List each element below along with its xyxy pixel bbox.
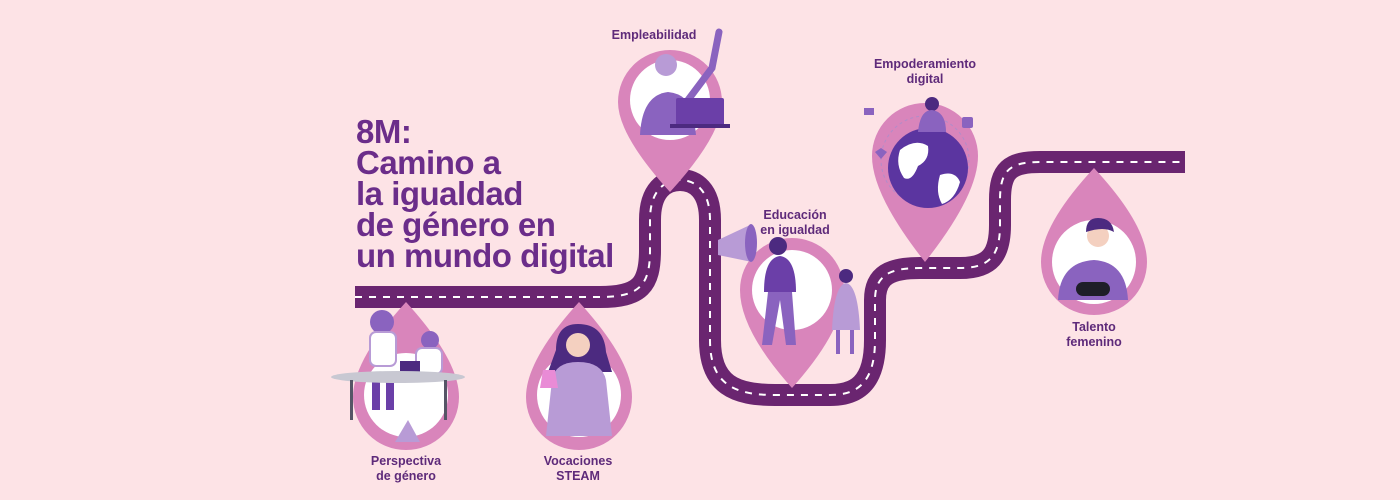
label-talento: Talento femenino xyxy=(1014,320,1174,350)
road-dashes xyxy=(355,161,1185,396)
meeting-table-icon xyxy=(331,310,465,442)
label-educacion: Educación en igualdad xyxy=(715,208,875,238)
page-title: 8M: Camino a la igualdad de género en un… xyxy=(356,113,614,274)
label-line: en igualdad xyxy=(760,223,830,237)
label-empoderamiento: Empoderamiento digital xyxy=(845,57,1005,87)
label-line: Educación xyxy=(763,208,827,222)
title-line-5: un mundo digital xyxy=(356,237,614,274)
woman-laptop-icon xyxy=(640,28,730,135)
label-line: digital xyxy=(906,72,944,86)
label-line: Empleabilidad xyxy=(611,28,697,42)
title-line-1: 8M: xyxy=(356,113,412,150)
pin-empoderamiento xyxy=(864,97,978,262)
pin-vocaciones xyxy=(526,302,632,450)
globe-icon xyxy=(888,128,968,208)
label-empleabilidad: Empleabilidad xyxy=(574,28,734,43)
title-line-4: de género en xyxy=(356,206,556,243)
megaphone-icon xyxy=(718,224,757,262)
title-line-3: la igualdad xyxy=(356,175,523,212)
pin-talento xyxy=(1041,168,1147,315)
label-line: femenino xyxy=(1066,335,1122,349)
label-line: Perspectiva xyxy=(370,454,442,468)
label-line: Talento xyxy=(1072,320,1116,334)
label-line: Empoderamiento xyxy=(873,57,977,71)
title-line-2: Camino a xyxy=(356,144,501,181)
label-line: STEAM xyxy=(556,469,600,483)
woman-flask-icon xyxy=(540,324,612,436)
label-line: de género xyxy=(376,469,436,483)
label-perspectiva: Perspectiva de género xyxy=(326,454,486,484)
label-line: Vocaciones xyxy=(543,454,613,468)
pin-educacion xyxy=(718,224,860,388)
woman-controller-icon xyxy=(1058,218,1128,300)
pin-empleabilidad xyxy=(618,28,730,192)
label-vocaciones: Vocaciones STEAM xyxy=(498,454,658,484)
pin-perspectiva xyxy=(331,302,465,450)
